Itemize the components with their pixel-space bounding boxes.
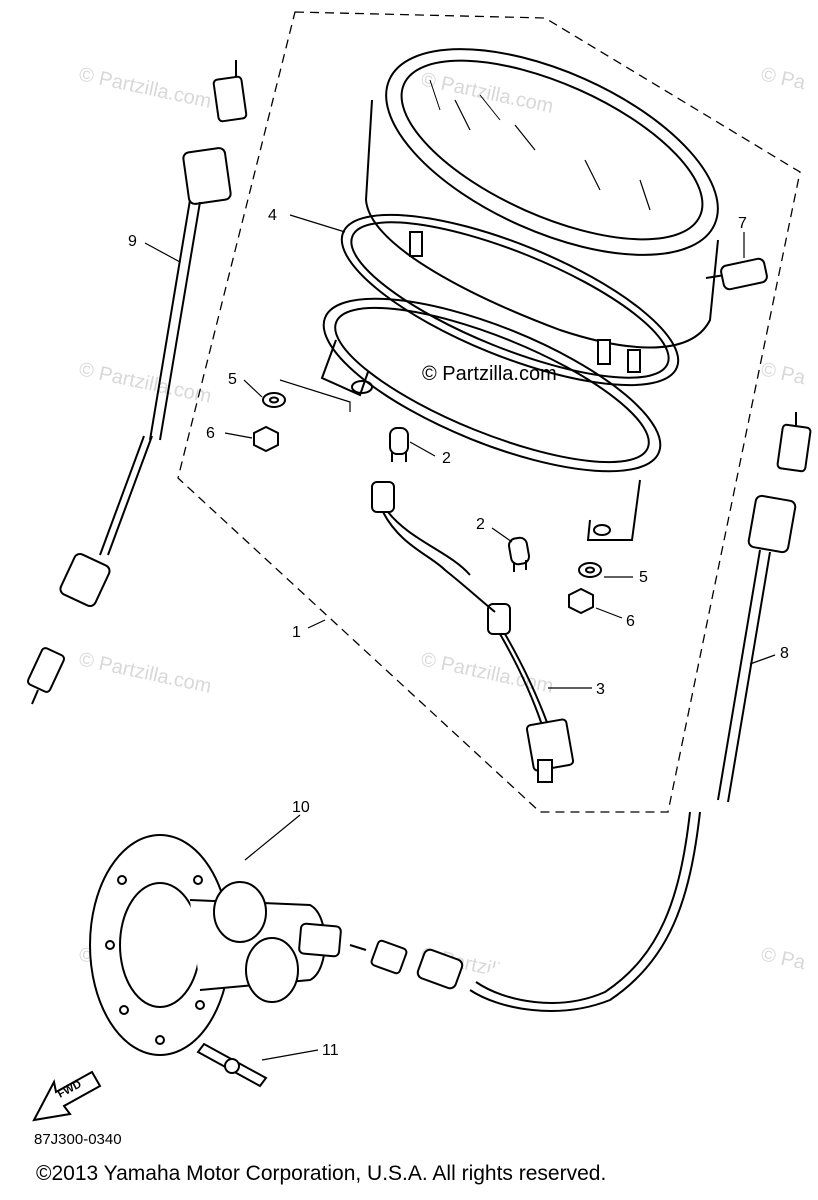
callout-labels: 4 7 9 5 6 2 2 5 6 1 3 8 10 11 bbox=[128, 207, 789, 1059]
watermark: © Partzilla.com bbox=[77, 63, 213, 113]
fwd-arrow-icon: FWD bbox=[34, 1072, 100, 1120]
gasket bbox=[322, 181, 698, 420]
meter-gear-unit bbox=[90, 835, 341, 1055]
callout-9: 9 bbox=[128, 233, 137, 250]
watermark: © Partzilla.com bbox=[77, 358, 213, 408]
nut bbox=[254, 427, 278, 451]
callout-1: 1 bbox=[292, 624, 301, 641]
watermark: © Partzilla.com bbox=[419, 68, 555, 118]
grommet bbox=[263, 393, 285, 407]
meter-cable-left bbox=[27, 60, 247, 704]
callout-2: 2 bbox=[442, 450, 451, 467]
callout-4: 4 bbox=[268, 207, 277, 224]
watermark: © Pa bbox=[759, 943, 808, 974]
callout-10: 10 bbox=[292, 799, 310, 816]
nut bbox=[569, 589, 593, 613]
reset-knob bbox=[706, 258, 768, 291]
watermark: © Pa bbox=[759, 63, 808, 94]
callout-6: 6 bbox=[626, 613, 635, 630]
grommet bbox=[579, 563, 601, 577]
wire-harness bbox=[372, 482, 574, 782]
watermark: © Pa bbox=[759, 358, 808, 389]
shaft-pin bbox=[198, 1044, 266, 1086]
meter-case bbox=[357, 7, 747, 372]
callout-8: 8 bbox=[780, 645, 789, 662]
callout-5: 5 bbox=[228, 371, 237, 388]
assembly-boundary bbox=[178, 12, 800, 812]
meter-bracket bbox=[303, 264, 680, 540]
callout-3: 3 bbox=[596, 681, 605, 698]
watermark: © Partzilla.com bbox=[77, 648, 213, 698]
watermark-main: © Partzilla.com bbox=[422, 363, 557, 385]
callout-7: 7 bbox=[738, 215, 747, 232]
bulb bbox=[508, 537, 530, 572]
callout-5: 5 bbox=[639, 569, 648, 586]
leader-lines bbox=[145, 215, 775, 1060]
callout-11: 11 bbox=[322, 1042, 339, 1059]
callout-2: 2 bbox=[476, 516, 485, 533]
meter-cable-right bbox=[350, 412, 811, 1011]
copyright-notice: ©2013 Yamaha Motor Corporation, U.S.A. A… bbox=[36, 1162, 607, 1185]
callout-6: 6 bbox=[206, 425, 215, 442]
bulb bbox=[390, 428, 408, 462]
diagram-code: 87J300-0340 bbox=[34, 1131, 122, 1148]
